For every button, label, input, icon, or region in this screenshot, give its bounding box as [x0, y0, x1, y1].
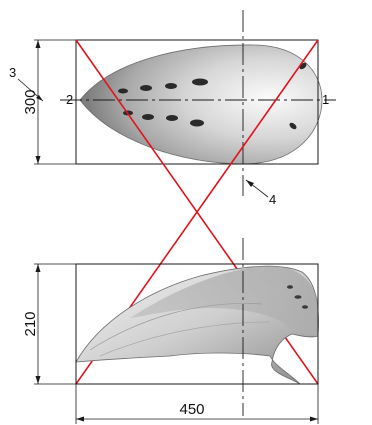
vent-hole	[294, 295, 302, 299]
dimension-label-300: 300	[22, 89, 39, 114]
vent-hole	[192, 78, 208, 86]
top-view-bounding-box	[75, 39, 319, 165]
dimension-450: 450	[75, 384, 319, 424]
callout-label-3: 3	[9, 65, 16, 80]
vent-hole	[118, 88, 128, 94]
side-view-upper-surface	[130, 265, 318, 336]
side-view: 210 450	[22, 238, 319, 424]
vent-hole	[142, 114, 154, 120]
dimension-label-210: 210	[22, 311, 39, 336]
top-view: 300 3 2 1 4	[9, 10, 336, 385]
dimension-label-450: 450	[179, 401, 204, 418]
vent-hole	[190, 119, 204, 127]
vent-hole	[302, 305, 308, 309]
vent-hole	[165, 83, 177, 89]
dimension-300: 300	[22, 39, 76, 165]
vent-hole	[140, 85, 152, 91]
dimension-210: 210	[22, 263, 76, 385]
vent-hole	[289, 122, 297, 130]
point-label-2: 2	[66, 92, 73, 107]
point-label-1: 1	[322, 92, 329, 107]
facet-line	[89, 303, 263, 351]
side-view-bounding-box	[75, 263, 319, 385]
vent-hole	[287, 285, 293, 289]
top-view-shell	[79, 44, 323, 165]
callout-label-4: 4	[269, 192, 276, 207]
side-vent-holes	[287, 285, 308, 309]
vent-holes	[118, 62, 307, 130]
facet-line	[99, 321, 271, 357]
callout-3: 3	[9, 65, 44, 102]
vent-hole	[166, 115, 178, 121]
callout-4: 4	[245, 179, 276, 207]
